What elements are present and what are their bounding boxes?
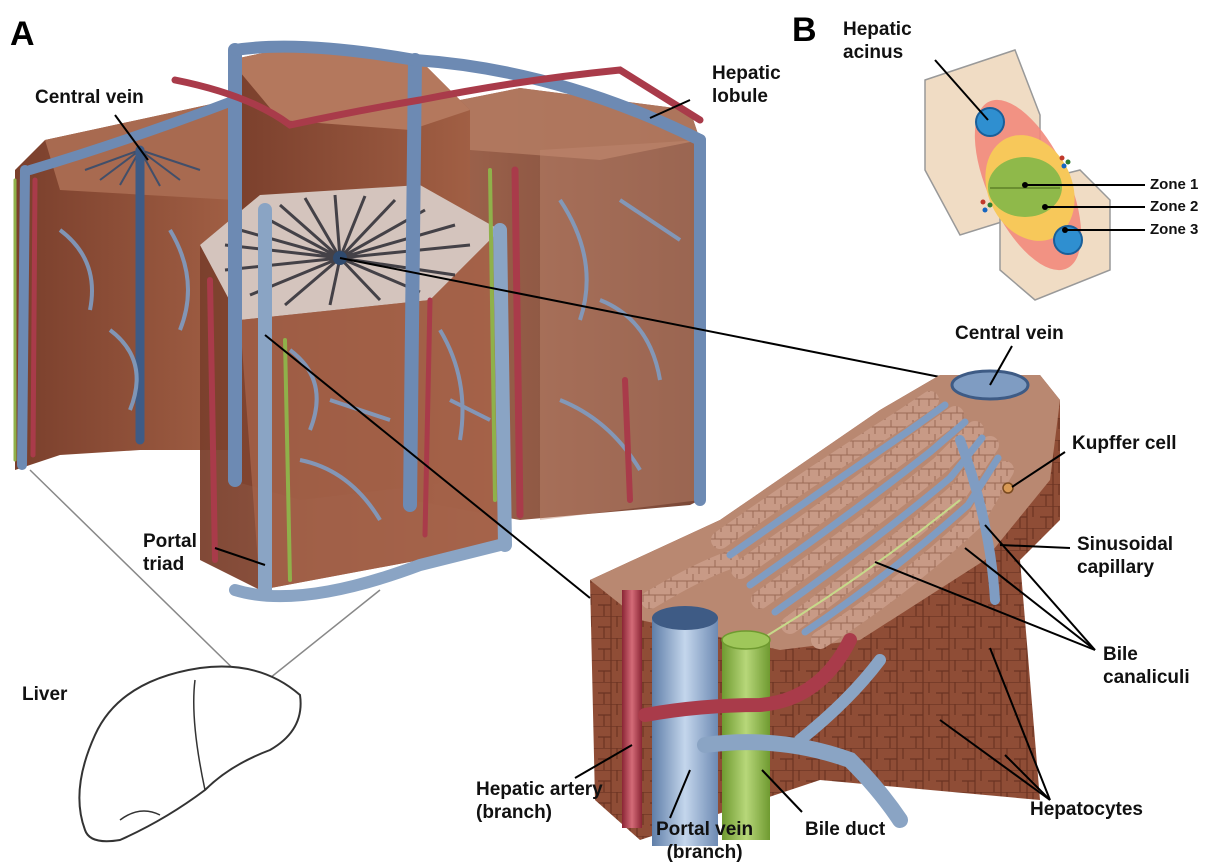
label-portal-triad-line1: Portal [143, 531, 197, 552]
label-bile-duct: Bile duct [805, 818, 885, 841]
label-hepatic-acinus-line1: Hepatic [843, 19, 912, 40]
label-hepatic-lobule: Hepatic lobule [712, 62, 781, 108]
label-portal-vein-line2: (branch) [667, 842, 743, 863]
label-central-vein-lobule: Central vein [35, 86, 144, 109]
lobule-block [15, 45, 700, 596]
panel-label-a: A [10, 16, 35, 52]
label-zone-1: Zone 1 [1150, 176, 1198, 194]
label-central-vein-detail: Central vein [955, 322, 1064, 345]
label-hepatic-artery-branch: Hepatic artery (branch) [476, 778, 603, 824]
lobule-front [200, 185, 500, 590]
label-bile-canaliculi: Bile canaliculi [1103, 643, 1190, 689]
kupffer-cell [1003, 483, 1013, 493]
label-sinusoidal-capillary: Sinusoidal capillary [1077, 533, 1173, 579]
label-hepatocytes: Hepatocytes [1030, 798, 1143, 821]
label-hepatic-lobule-line2: lobule [712, 86, 768, 107]
label-bile-canaliculi-line1: Bile [1103, 644, 1138, 665]
label-kupffer-cell: Kupffer cell [1072, 432, 1177, 455]
label-zone-2: Zone 2 [1150, 198, 1198, 216]
panel-label-b: B [792, 12, 817, 48]
label-portal-vein-line1: Portal vein [656, 819, 753, 840]
label-hepatic-artery-line1: Hepatic artery [476, 779, 603, 800]
label-hepatic-acinus: Hepatic acinus [843, 18, 912, 64]
label-portal-vein-branch: Portal vein (branch) [656, 818, 753, 864]
label-portal-triad-line2: triad [143, 554, 184, 575]
label-hepatic-acinus-line2: acinus [843, 42, 903, 63]
label-liver: Liver [22, 683, 67, 706]
label-portal-triad: Portal triad [143, 530, 197, 576]
label-hepatic-artery-line2: (branch) [476, 802, 552, 823]
liver-outline [79, 667, 300, 842]
label-sinusoidal-capillary-line1: Sinusoidal [1077, 534, 1173, 555]
acinus-panel [925, 50, 1145, 300]
label-zone-3: Zone 3 [1150, 221, 1198, 239]
label-bile-canaliculi-line2: canaliculi [1103, 667, 1190, 688]
label-sinusoidal-capillary-line2: capillary [1077, 557, 1154, 578]
label-hepatic-lobule-line1: Hepatic [712, 63, 781, 84]
